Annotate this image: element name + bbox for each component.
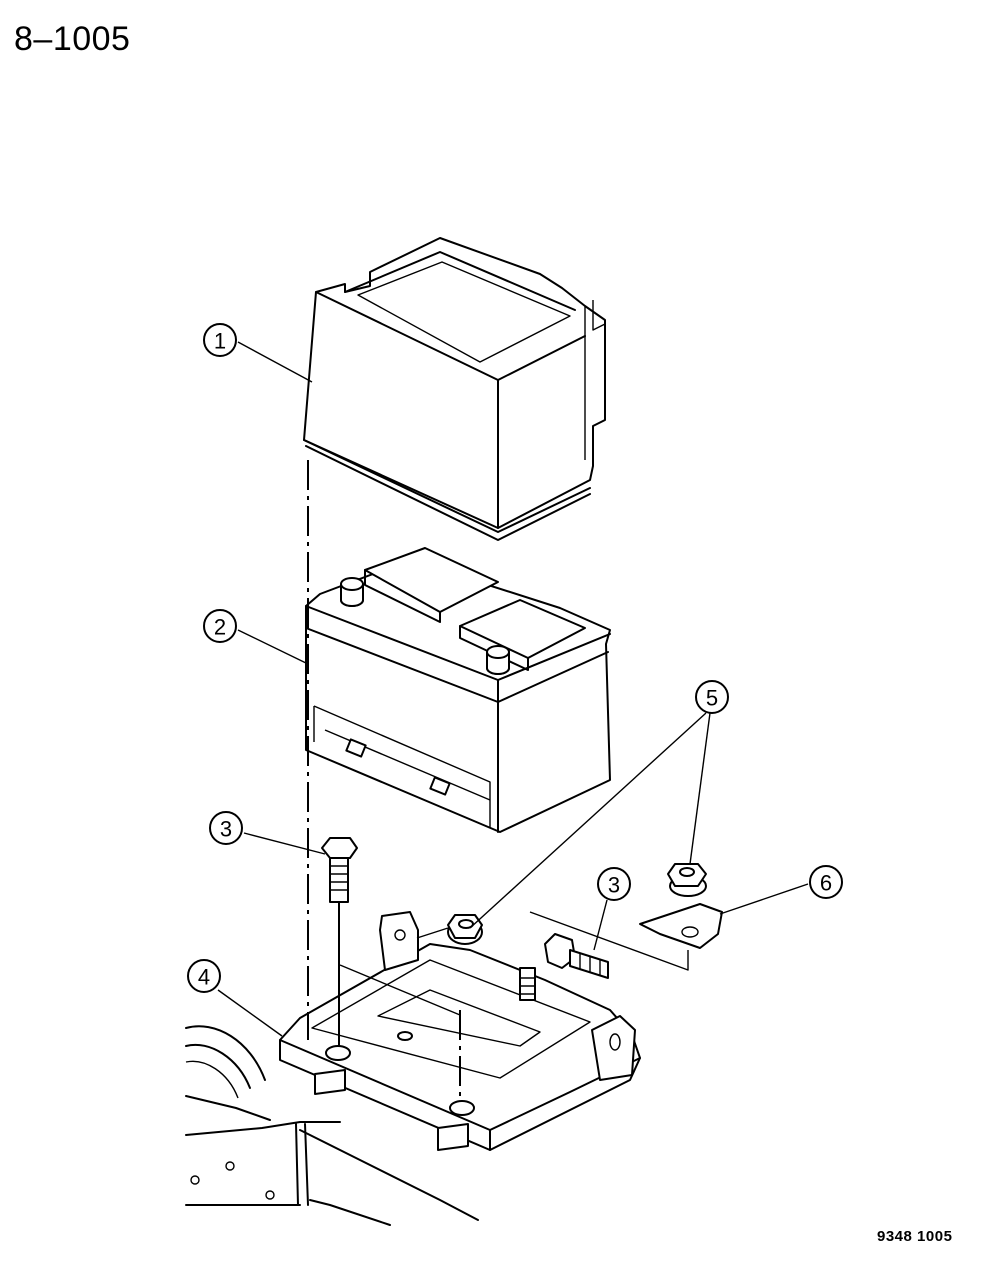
battery-cover (303, 237, 606, 541)
figure-code: 9348 1005 (877, 1228, 953, 1245)
svg-text:1: 1 (214, 329, 226, 354)
battery (305, 547, 611, 833)
callout-5: 5 (695, 680, 729, 714)
hold-down-clamp (529, 903, 723, 971)
bolt-horizontal (544, 933, 609, 979)
svg-text:4: 4 (198, 965, 210, 990)
flange-nut-left (447, 914, 483, 945)
leader-lines (217, 341, 809, 1037)
callout-3-left: 3 (209, 811, 243, 845)
svg-text:3: 3 (608, 873, 620, 898)
bolt-vertical (321, 837, 358, 1046)
callout-3-right: 3 (597, 867, 631, 901)
flange-nut-right (667, 863, 707, 897)
svg-text:3: 3 (220, 817, 232, 842)
svg-text:2: 2 (214, 615, 226, 640)
callout-6: 6 (809, 865, 843, 899)
vehicle-body-panel (185, 1025, 479, 1226)
callout-1: 1 (203, 323, 237, 357)
page-title: 8–1005 (14, 20, 131, 58)
svg-text:5: 5 (706, 686, 718, 711)
alignment-line-diagonal (339, 964, 461, 1016)
svg-text:6: 6 (820, 871, 832, 896)
callout-2: 2 (203, 609, 237, 643)
callout-4: 4 (187, 959, 221, 993)
